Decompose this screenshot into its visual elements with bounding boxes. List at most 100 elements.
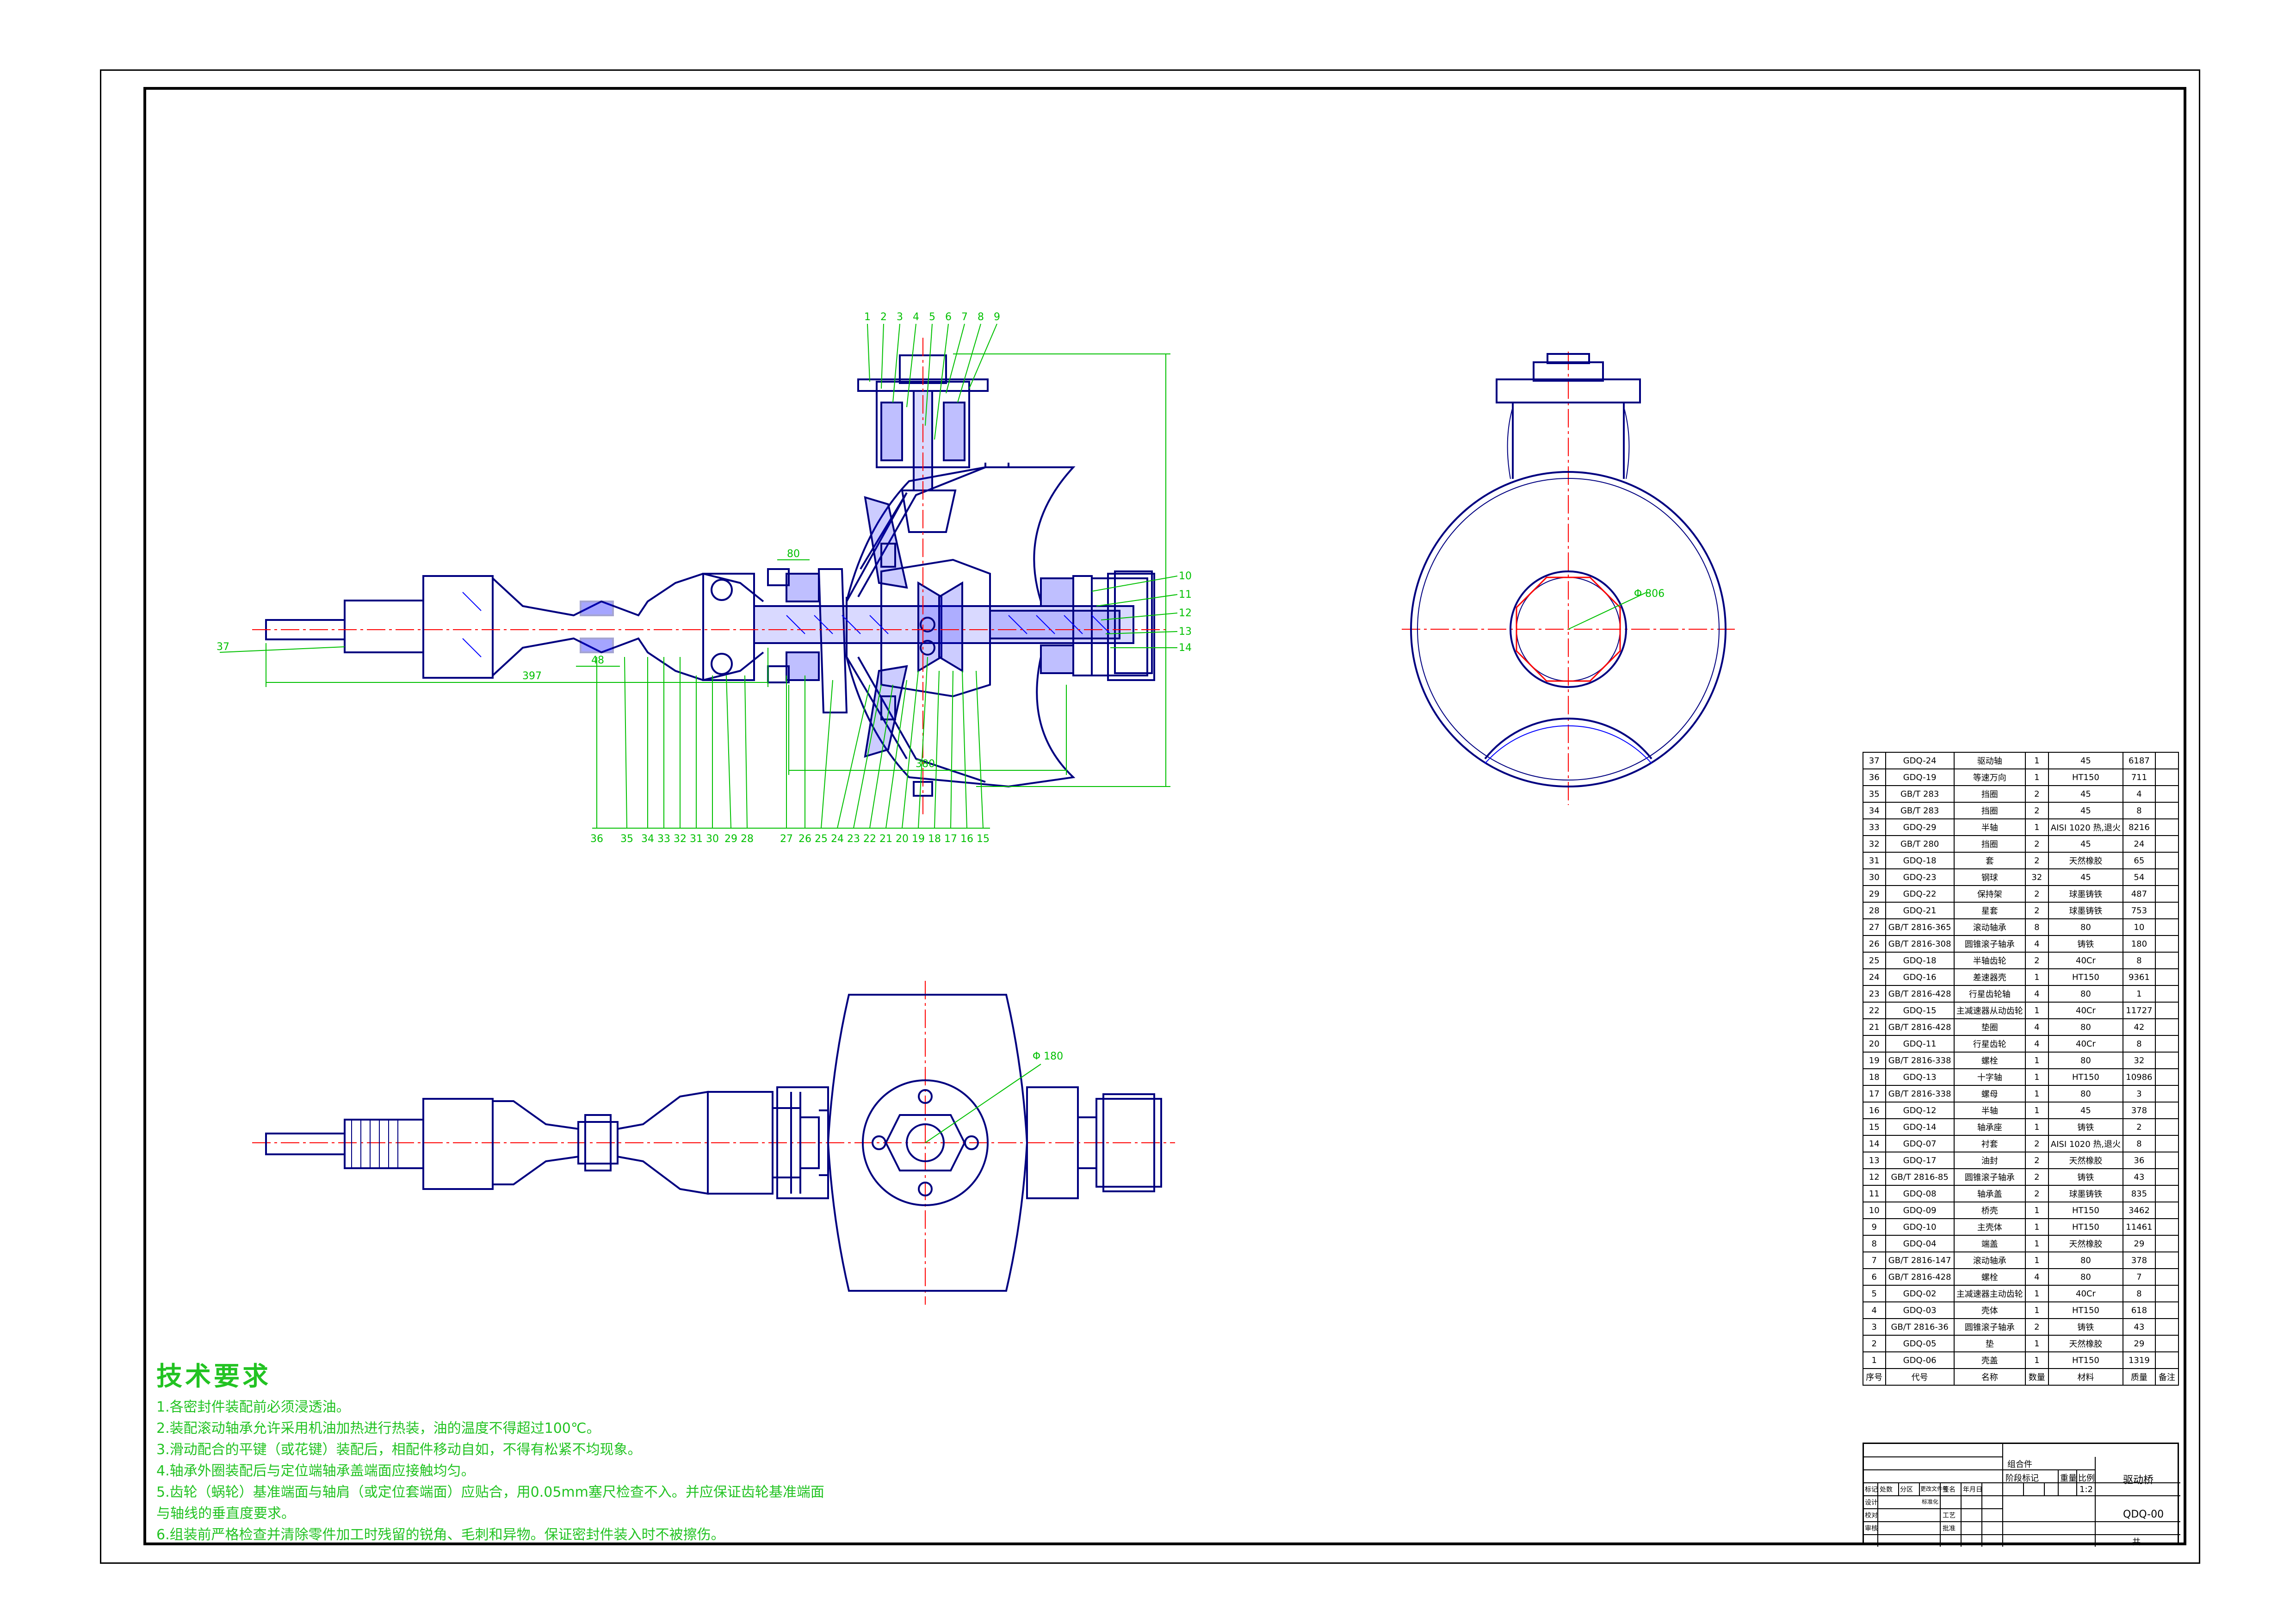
bom-cell: 铸铁 [2048,1168,2124,1186]
bom-cell: 轴承盖 [1953,1185,2026,1202]
balloon-top: 3 [897,311,903,323]
bom-cell: 835 [2123,1185,2156,1202]
bom-cell: 1 [2123,985,2156,1003]
bom-cell: 球墨铸铁 [2048,902,2124,919]
bom-cell [2154,802,2179,819]
balloon-bottom: 20 [896,833,909,845]
bom-cell: 36 [1863,768,1886,786]
bom-cell: 主减速器主动齿轮 [1953,1285,2026,1302]
dim-end-view-dia: Φ 806 [1634,588,1665,600]
bom-cell: 壳体 [1953,1301,2026,1319]
bom-cell: 11727 [2123,1002,2156,1019]
balloon-numbers: 1 2 3 4 5 6 7 8 9 10 11 12 13 14 36 35 3… [217,311,1665,1062]
bom-cell: 轴承座 [1953,1118,2026,1136]
bom-cell: 螺栓 [1953,1052,2026,1069]
bom-cell: 2 [1863,1335,1886,1352]
bom-cell: HT150 [2048,968,2124,986]
bom-cell: 26 [1863,935,1886,953]
bom-cell: 1 [2024,1102,2049,1119]
housing-right-top [985,466,1076,602]
bom-cell: 33 [1863,818,1886,836]
balloon-bottom: 22 [863,833,876,845]
person-label: 审核 [1865,1525,1878,1532]
bom-cell: GDQ-02 [1885,1285,1955,1302]
bom-cell: 行星齿轮 [1953,1035,2026,1053]
bom-cell [2154,852,2179,869]
plan-shaft-stub [265,1133,346,1155]
bore-outer [1510,570,1627,688]
balloon-bottom: 30 [706,833,719,845]
inner-frame [143,87,2186,1545]
bom-cell: 半轴齿轮 [1953,952,2026,969]
plan-shoulder [819,1109,828,1176]
bom-cell [2154,968,2179,986]
plan-bolt-3 [918,1182,933,1196]
bom-cell [2154,1035,2179,1053]
shaft-spline [344,600,424,653]
bom-cell: 14 [1863,1135,1886,1152]
bom-cell: GDQ-16 [1885,968,1955,986]
balloon-top: 1 [864,311,871,323]
bom-cell: 8 [2024,918,2049,936]
right-bearing-lower [1040,644,1074,674]
bom-cell: GDQ-06 [1885,1351,1955,1369]
bom-cell: 80 [2048,1085,2124,1103]
bom-cell: 螺栓 [1953,1268,2026,1286]
bom-cell: GDQ-05 [1885,1335,1955,1352]
bom-cell: 2 [2024,835,2049,853]
bom-cell: 4 [2024,935,2049,953]
bom-cell: 2 [2024,785,2049,803]
person-label: 工艺 [1943,1512,1956,1519]
bom-cell: 22 [1863,1002,1886,1019]
bom-cell: 行星齿轮轴 [1953,985,2026,1003]
bore-octagon [1516,576,1621,682]
bolt-lower [880,695,896,720]
bom-cell [2154,1152,2179,1169]
bom-cell: 螺母 [1953,1085,2026,1103]
bom-cell: 垫圈 [1953,1018,2026,1036]
right-hub-cap [1114,570,1153,674]
bom-cell: 1 [2024,968,2049,986]
bom-cell: 2 [2024,952,2049,969]
section-view [265,354,1155,797]
technical-requirements: 技术要求 1.各密封件装配前必须浸透油。 2.装配滚动轴承允许采用机油加热进行热… [156,1356,897,1546]
section-hatching [462,592,1111,657]
bom-cell: 8216 [2123,818,2156,836]
tech-line: 4.轴承外圈装配后与定位端轴承盖端面应接触均匀。 [156,1463,475,1479]
bom-cell: 衬套 [1953,1135,2026,1152]
pinion-bearing-left [880,402,903,461]
plan-end-hub [1095,1098,1162,1188]
ball-lower [711,653,733,675]
bom-cell [2154,1318,2179,1336]
balloon-right: 12 [1179,607,1192,619]
bom-cell: GB/T 283 [1885,802,1955,819]
plan-nut-bore [906,1123,945,1162]
bom-cell [2154,1102,2179,1119]
bom-cell: 铸铁 [2048,1118,2124,1136]
balloon-bottom: 16 [960,833,973,845]
bom-cell: 2 [2024,1318,2049,1336]
bom-cell: 180 [2123,935,2156,953]
balloon-top: 9 [994,311,1000,323]
weight-label: 重量 [2060,1474,2077,1483]
bom-cell: 8 [2123,1035,2156,1053]
row-label: 签名 [1943,1486,1956,1493]
balloon-top: 7 [961,311,968,323]
lower-arc-hatch [1485,725,1652,764]
bom-cell: 4 [1863,1301,1886,1319]
balloon-bottom: 25 [815,833,828,845]
bom-cell: 25 [1863,952,1886,969]
bom-cell [2154,1218,2179,1236]
bom-cell [2154,1268,2179,1286]
bom-cell: 垫 [1953,1335,2026,1352]
bom-cell: 铸铁 [2048,935,2124,953]
